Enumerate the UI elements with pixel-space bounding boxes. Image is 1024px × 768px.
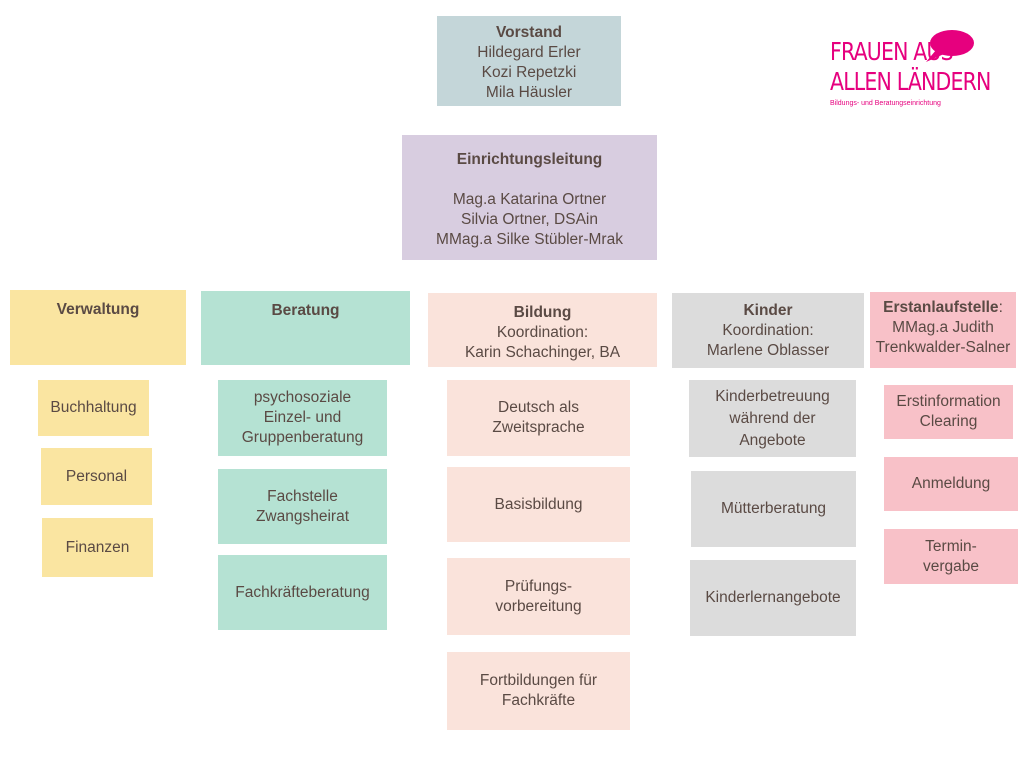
bildung-header: Bildung Koordination: Karin Schachinger,…: [428, 293, 657, 367]
leitung-member: Mag.a Katarina Ortner: [452, 191, 607, 208]
erstanlauf-title: Erstanlaufstelle: [883, 299, 999, 316]
vorstand-title: Vorstand: [495, 24, 563, 41]
erstanlauf-line3: Trenkwalder-Salner: [875, 339, 1011, 356]
beratung-header: Beratung: [201, 291, 410, 365]
kinder-item: Mütterberatung: [691, 471, 856, 547]
logo-line-1: FRAUEN AUS: [830, 37, 954, 66]
vorstand-box: Vorstand Hildegard Erler Kozi Repetzki M…: [437, 16, 621, 106]
erstanlauf-item: Erstinformation Clearing: [884, 385, 1013, 439]
verwaltung-item: Buchhaltung: [38, 380, 149, 436]
logo-line-2: ALLEN LÄNDERN: [830, 67, 991, 96]
kinder-title: Kinder: [743, 302, 793, 319]
kinder-coord-name: Marlene Oblasser: [706, 342, 830, 359]
kinder-item: Kinderbetreuung während der Angebote: [689, 380, 856, 457]
bildung-title: Bildung: [513, 304, 572, 321]
beratung-item: Fachkräfteberatung: [218, 555, 387, 630]
bildung-coord-name: Karin Schachinger, BA: [464, 344, 621, 361]
erstanlauf-line2: MMag.a Judith: [892, 319, 994, 336]
erstanlauf-title-suffix: :: [998, 299, 1003, 316]
logo: FRAUEN AUS ALLEN LÄNDERN Bildungs- und B…: [830, 28, 991, 118]
leitung-title: Einrichtungsleitung: [456, 151, 603, 168]
beratung-item: psychosoziale Einzel- und Gruppenberatun…: [218, 380, 387, 456]
erstanlauf-header: Erstanlaufstelle: MMag.a Judith Trenkwal…: [870, 292, 1016, 368]
verwaltung-title: Verwaltung: [56, 301, 140, 318]
verwaltung-item: Finanzen: [42, 518, 153, 577]
leitung-member: Silvia Ortner, DSAin: [461, 211, 598, 228]
leitung-member: MMag.a Silke Stübler-Mrak: [436, 231, 623, 248]
erstanlauf-item: Anmeldung: [884, 457, 1018, 511]
beratung-item: Fachstelle Zwangsheirat: [218, 469, 387, 544]
kinder-header: Kinder Koordination: Marlene Oblasser: [672, 293, 864, 368]
beratung-title: Beratung: [271, 302, 340, 319]
vorstand-member: Kozi Repetzki: [481, 64, 577, 81]
erstanlauf-title-line: Erstanlaufstelle:: [883, 298, 1003, 318]
vorstand-member: Mila Häusler: [485, 84, 573, 101]
speech-bubble-icon: [926, 30, 974, 62]
vorstand-member: Hildegard Erler: [477, 44, 581, 61]
bildung-item: Fortbildungen für Fachkräfte: [447, 652, 630, 730]
verwaltung-header: Verwaltung: [10, 290, 186, 365]
verwaltung-item: Personal: [41, 448, 152, 505]
kinder-item: Kinderlernangebote: [690, 560, 856, 636]
kinder-coord-label: Koordination:: [722, 322, 814, 339]
bildung-item: Basisbildung: [447, 467, 630, 542]
bildung-coord-label: Koordination:: [496, 324, 589, 341]
erstanlauf-item: Termin- vergabe: [884, 529, 1018, 584]
leitung-box: Einrichtungsleitung Mag.a Katarina Ortne…: [402, 135, 657, 260]
bildung-item: Deutsch als Zweitsprache: [447, 380, 630, 456]
bildung-item: Prüfungs- vorbereitung: [447, 558, 630, 635]
logo-subtitle: Bildungs- und Beratungseinrichtung: [830, 100, 941, 107]
